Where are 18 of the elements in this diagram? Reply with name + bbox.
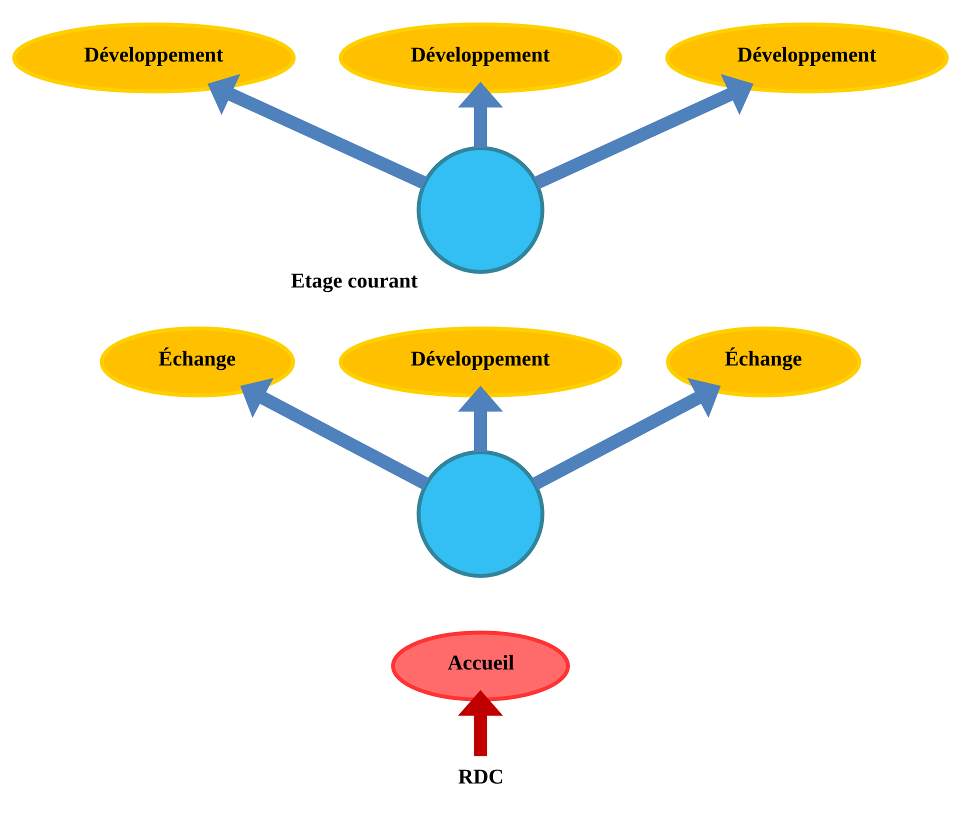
node-ellipse: Développement <box>12 22 296 94</box>
arrow <box>533 74 753 189</box>
node-text: RDC <box>458 764 504 789</box>
arrow <box>240 378 429 490</box>
node-ellipse: Accueil <box>390 630 570 702</box>
node-ellipse: Développement <box>338 326 622 398</box>
arrow <box>457 690 503 756</box>
arrow <box>457 386 503 452</box>
arrow <box>531 378 720 490</box>
arrow <box>457 82 503 148</box>
node-ellipse: Développement <box>338 22 622 94</box>
node-circle <box>416 146 544 274</box>
node-ellipse: Échange <box>99 326 295 398</box>
node-circle <box>416 450 544 578</box>
node-label: Etage courant <box>290 268 418 292</box>
arrow <box>206 74 427 189</box>
node-ellipse: Développement <box>664 22 948 94</box>
node-ellipse: Échange <box>665 326 861 398</box>
